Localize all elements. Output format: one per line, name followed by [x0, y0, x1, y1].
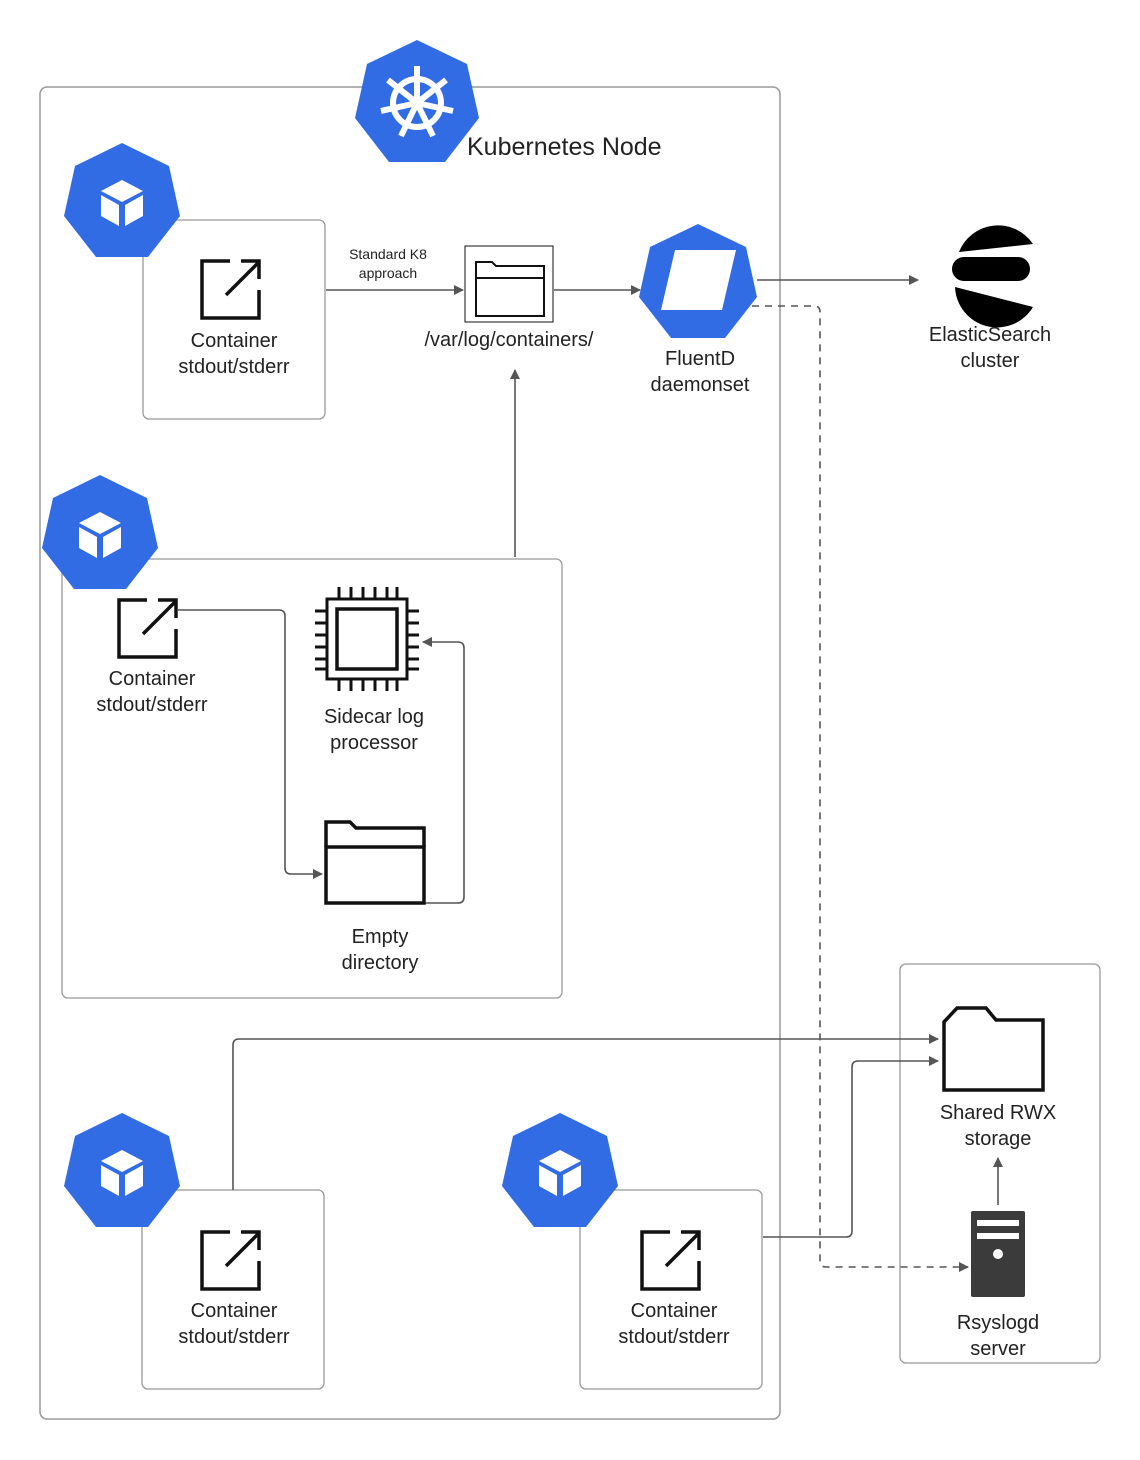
sidecar-chip-icon	[315, 587, 419, 691]
pod3-container-icon	[200, 1230, 261, 1291]
pod1-icon	[64, 143, 180, 257]
pod3-container-label: Container stdout/stderr	[178, 1300, 290, 1348]
standard-k8-label: Standard K8 approach	[349, 246, 427, 281]
shared-storage-folder-icon	[942, 1006, 1045, 1092]
pod1-container-icon	[200, 259, 261, 320]
rsyslog-server-icon	[971, 1211, 1025, 1297]
logdir-folder-icon	[464, 245, 554, 323]
edge-pod3-to-storage	[232, 1034, 939, 1190]
kubernetes-node-title: Kubernetes Node	[467, 133, 662, 161]
edge-fluentd-to-rsyslog	[752, 305, 969, 1272]
fluentd-icon	[639, 224, 757, 338]
sidecar-label: Sidecar log processor	[323, 706, 425, 754]
rsyslog-label: Rsyslogd server	[956, 1312, 1040, 1360]
elasticsearch-label: ElasticSearch cluster	[928, 324, 1052, 372]
edge-pod4-to-storage	[763, 1056, 939, 1238]
pod2-box	[61, 558, 563, 999]
pod3-icon	[64, 1113, 180, 1227]
edge-emptydir-to-sidecar	[422, 637, 465, 904]
pod4-container-label: Container stdout/stderr	[618, 1300, 730, 1348]
kubernetes-logo-icon	[355, 40, 479, 162]
pod2-container-icon	[117, 598, 178, 659]
logdir-label: /var/log/containers/	[424, 329, 594, 351]
pod2-container-label: Container stdout/stderr	[96, 668, 208, 716]
pod2-icon	[42, 475, 158, 589]
fluentd-label: FluentD daemonset	[650, 348, 750, 396]
emptydir-folder-icon	[324, 820, 426, 905]
elasticsearch-logo-icon	[952, 225, 1033, 328]
rsyslog-box	[899, 963, 1101, 1364]
pod1-container-label: Container stdout/stderr	[178, 330, 290, 378]
pod4-container-icon	[640, 1230, 701, 1291]
emptydir-label: Empty directory	[341, 926, 419, 974]
shared-storage-label: Shared RWX storage	[939, 1102, 1057, 1150]
edge-container-to-emptydir	[178, 609, 323, 879]
pod4-icon	[502, 1113, 618, 1227]
